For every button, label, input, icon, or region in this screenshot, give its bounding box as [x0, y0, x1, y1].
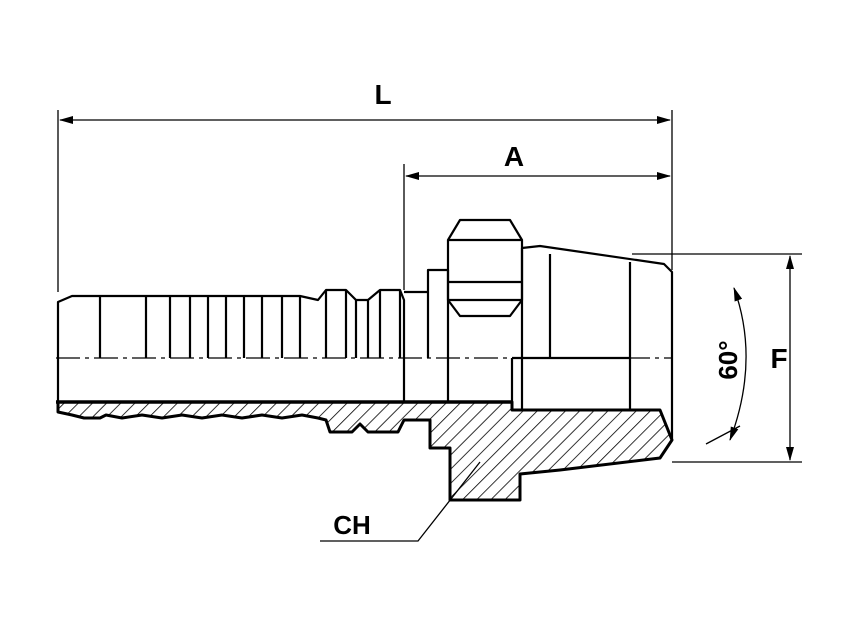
angle-dimension	[705, 287, 747, 445]
fitting-outline	[56, 218, 674, 440]
label-a: A	[504, 141, 524, 172]
label-l: L	[374, 79, 391, 110]
label-ch: CH	[333, 510, 371, 540]
section-view	[56, 400, 674, 502]
label-f: F	[770, 343, 787, 374]
dimension-f	[632, 253, 802, 463]
leader-ch	[320, 461, 481, 542]
dimension-a	[403, 164, 671, 290]
label-angle: 60°	[713, 340, 743, 379]
dimension-l	[57, 110, 673, 292]
hatched-section	[56, 400, 674, 502]
